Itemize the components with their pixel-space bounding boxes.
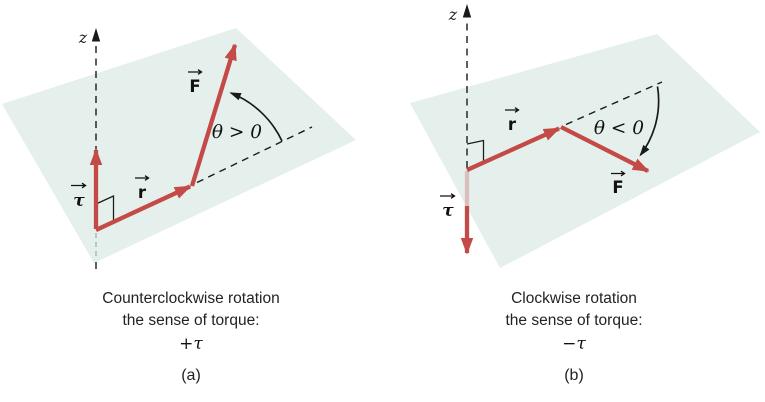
z-axis-label: z [78,28,88,47]
position-label: r [138,183,147,202]
r-extension-dashed-line [196,126,313,184]
rotation-plane [2,28,356,263]
torque-sign: +τ [179,334,203,354]
panel-a-caption: Counterclockwise rotation the sense of t… [0,288,382,354]
torque-label: τ [442,201,454,221]
caption-line2: the sense of torque: [122,312,260,329]
torque-sign: −τ [562,334,586,354]
angle-label: θ < 0 [594,118,644,139]
position-label: r [508,115,517,134]
angle-label: θ > 0 [212,122,262,143]
z-axis-label: z [448,5,458,24]
caption-line1: Clockwise rotation [511,290,637,307]
torque-vector-arrow-icon [71,182,87,189]
position-vector [466,126,561,172]
force-vector-arrow-icon [611,170,626,177]
position-vector-arrow-icon [505,107,520,113]
right-angle-marker [95,195,115,222]
panel-b-diagram: z r F τ θ < 0 [410,4,760,268]
r-extension-dashed-line [565,81,663,126]
z-axis-arrowhead-icon [91,28,101,42]
torque-vector-arrow-icon [440,193,456,199]
panel-b-tag: (b) [564,367,584,384]
angle-arc-arrow [229,92,283,142]
position-vector [95,184,192,232]
panel-a-tag: (a) [181,367,201,384]
force-vector-arrow-icon [188,69,203,75]
panel-b-caption: Clockwise rotation the sense of torque: … [383,288,765,354]
z-axis-arrowhead-icon [462,4,472,18]
panel-b: z r F τ θ < 0 Clockwise rotation [383,0,765,385]
panel-a-diagram: z τ r F θ > 0 [2,28,356,274]
rotation-plane [410,34,760,268]
right-angle-marker [466,139,485,163]
angle-arc-arrow [639,86,660,157]
force-label: F [612,178,623,197]
caption-line2: the sense of torque: [505,312,643,329]
force-vector [560,125,650,173]
force-label: F [189,77,200,96]
torque-label: τ [73,191,85,211]
position-vector-arrow-icon [135,175,150,181]
force-vector [189,43,238,187]
panel-a: z τ r F θ > 0 Counterclockwise rotation … [0,0,382,385]
caption-line1: Counterclockwise rotation [102,290,280,307]
